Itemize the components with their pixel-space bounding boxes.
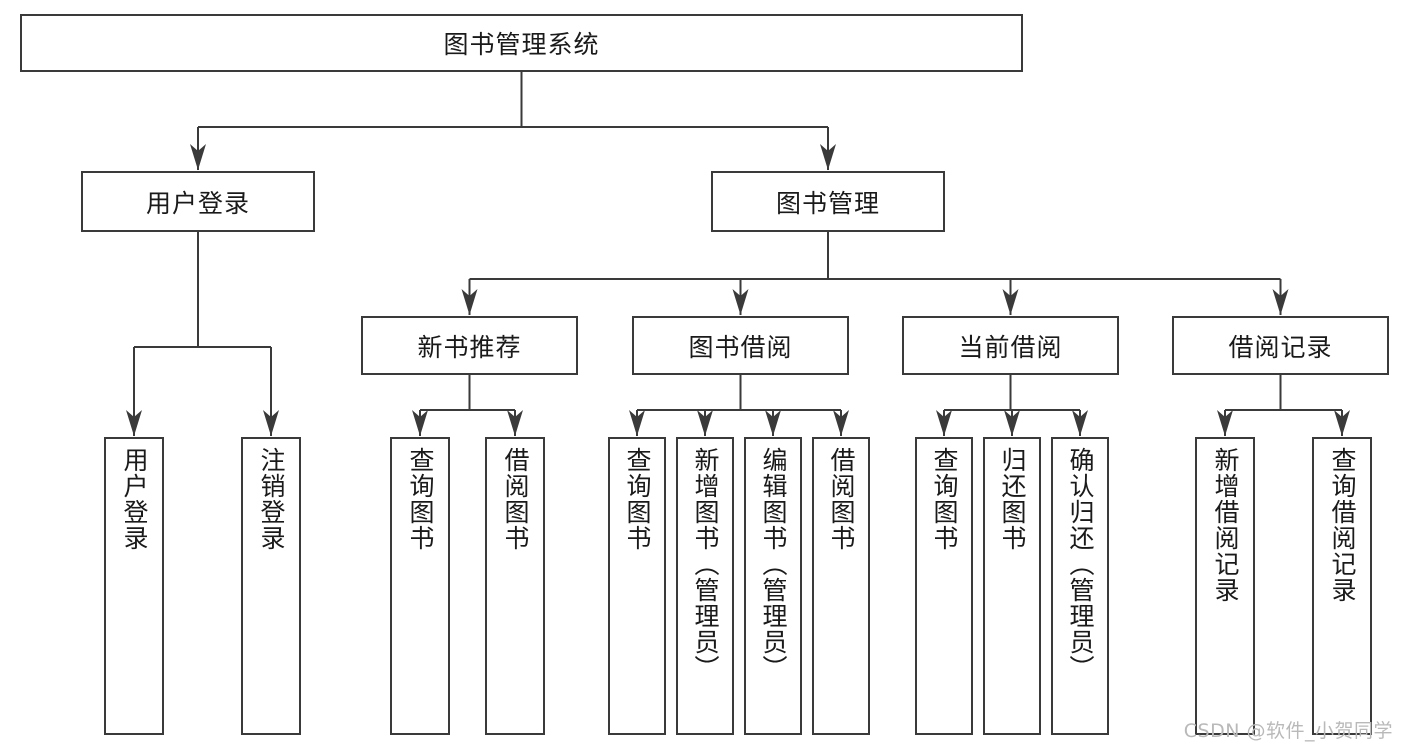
edge-arrowhead xyxy=(190,144,206,170)
edge-arrowhead xyxy=(732,289,749,315)
node-leaf-rec-2[interactable]: 查询借阅记录 xyxy=(1312,437,1372,735)
edge-arrowhead xyxy=(820,144,836,170)
edge-arrowhead xyxy=(936,410,952,436)
node-leaf-borrow-4[interactable]: 借阅图书 xyxy=(812,437,870,735)
edge-arrowhead xyxy=(461,289,478,315)
edge-arrowhead xyxy=(697,410,713,436)
node-label: 图书借阅 xyxy=(688,332,793,362)
node-label: 新增图书（管理员） xyxy=(691,447,720,681)
node-label: 查询图书 xyxy=(930,447,959,551)
node-records[interactable]: 借阅记录 xyxy=(1172,316,1389,375)
node-label: 用户登录 xyxy=(120,447,149,551)
node-label: 图书管理 xyxy=(775,188,880,218)
node-label: 新增借阅记录 xyxy=(1211,447,1240,603)
node-label: 当前借阅 xyxy=(958,332,1063,362)
edge-arrowhead xyxy=(1334,410,1350,436)
node-leaf-borrow-2[interactable]: 新增图书（管理员） xyxy=(676,437,734,735)
node-leaf-cur-1[interactable]: 查询图书 xyxy=(915,437,973,735)
node-leaf-rec-1[interactable]: 新增借阅记录 xyxy=(1195,437,1255,735)
edge-arrowhead xyxy=(765,410,781,436)
node-label: 编辑图书（管理员） xyxy=(759,447,788,681)
edge-arrowhead xyxy=(629,410,645,436)
node-label: 新书推荐 xyxy=(417,332,522,362)
node-label: 查询图书 xyxy=(623,447,652,551)
node-leaf-login-1[interactable]: 用户登录 xyxy=(104,437,164,735)
node-newbook[interactable]: 新书推荐 xyxy=(361,316,578,375)
node-leaf-borrow-1[interactable]: 查询图书 xyxy=(608,437,666,735)
node-label: 图书管理系统 xyxy=(443,30,600,59)
node-label: 借阅图书 xyxy=(501,447,530,551)
edge-arrowhead xyxy=(1002,289,1019,315)
node-label: 注销登录 xyxy=(257,447,286,551)
node-root[interactable]: 图书管理系统 xyxy=(20,14,1023,72)
node-label: 查询借阅记录 xyxy=(1328,447,1357,603)
node-login[interactable]: 用户登录 xyxy=(81,171,315,232)
edge-arrowhead xyxy=(1272,289,1289,315)
edge-arrowhead xyxy=(126,410,142,436)
node-label: 借阅记录 xyxy=(1228,332,1333,362)
node-label: 借阅图书 xyxy=(827,447,856,551)
node-leaf-cur-2[interactable]: 归还图书 xyxy=(983,437,1041,735)
edge-arrowhead xyxy=(1072,410,1088,436)
node-leaf-new-2[interactable]: 借阅图书 xyxy=(485,437,545,735)
edge-arrowhead xyxy=(1004,410,1020,436)
node-leaf-new-1[interactable]: 查询图书 xyxy=(390,437,450,735)
edge-arrowhead xyxy=(1217,410,1233,436)
edge-arrowhead xyxy=(833,410,849,436)
node-label: 归还图书 xyxy=(998,447,1027,551)
edge-arrowhead xyxy=(507,410,523,436)
node-label: 确认归还（管理员） xyxy=(1066,447,1095,681)
node-bookmgmt[interactable]: 图书管理 xyxy=(711,171,945,232)
edge-arrowhead xyxy=(412,410,428,436)
node-current[interactable]: 当前借阅 xyxy=(902,316,1119,375)
node-leaf-borrow-3[interactable]: 编辑图书（管理员） xyxy=(744,437,802,735)
node-label: 用户登录 xyxy=(145,188,250,218)
node-leaf-cur-3[interactable]: 确认归还（管理员） xyxy=(1051,437,1109,735)
node-leaf-login-2[interactable]: 注销登录 xyxy=(241,437,301,735)
edge-arrowhead xyxy=(263,410,279,436)
node-borrow[interactable]: 图书借阅 xyxy=(632,316,849,375)
node-label: 查询图书 xyxy=(406,447,435,551)
